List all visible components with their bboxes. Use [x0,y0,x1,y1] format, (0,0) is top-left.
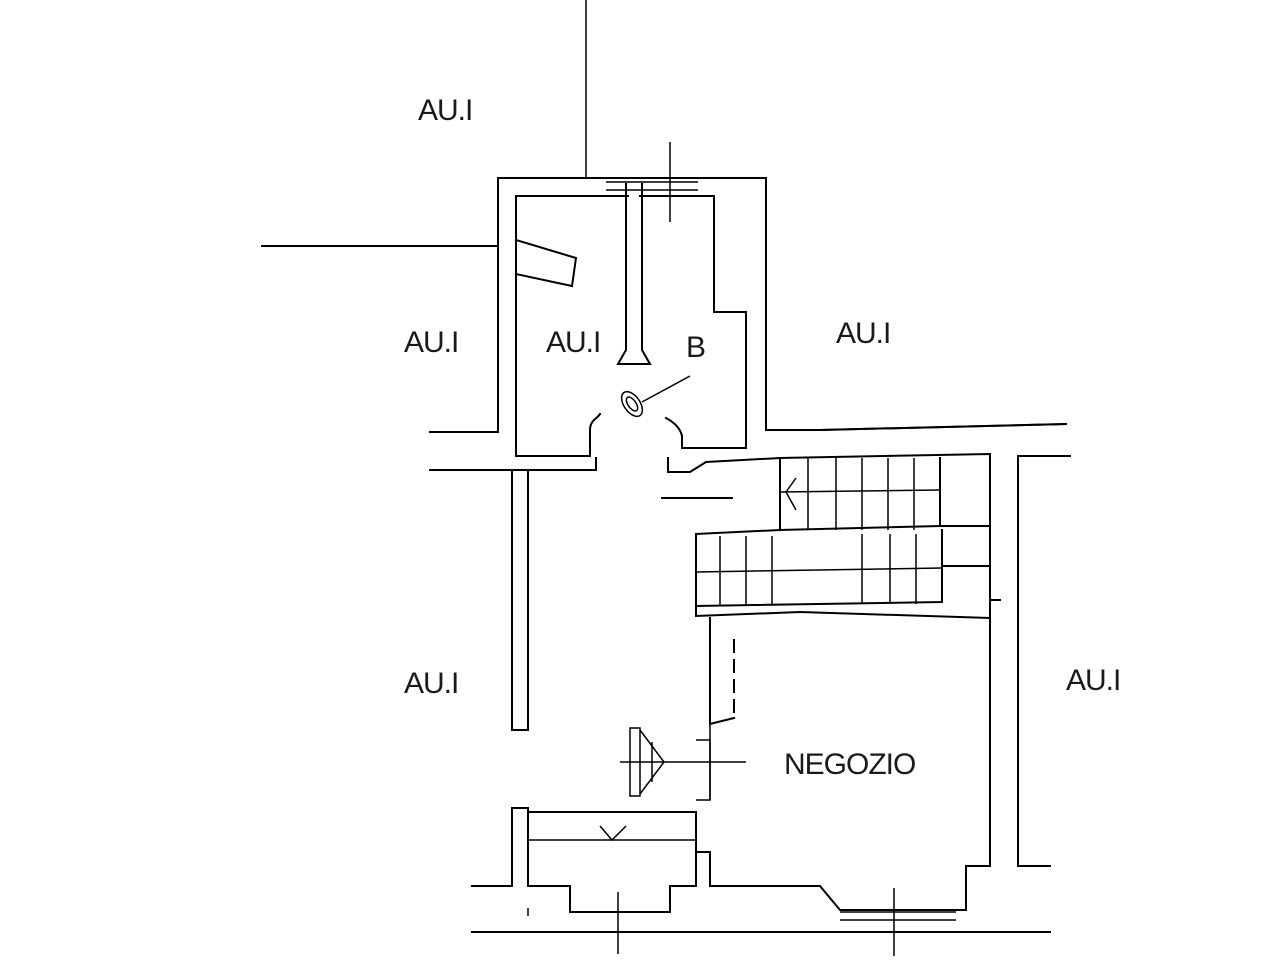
label-au-lower-right: AU.I [1066,664,1120,697]
label-au-right: AU.I [836,317,890,350]
label-room-b: B [686,331,705,364]
door-arrow-icon [620,727,746,797]
label-au-left: AU.I [404,326,458,359]
entrance-steps [471,807,697,954]
corridor-walls [429,452,1071,867]
label-au-room: AU.I [546,326,600,359]
upper-block-walls [429,142,1068,457]
label-au-lower-left: AU.I [404,667,458,700]
boundary-lines [261,0,587,247]
label-au-top: AU.I [418,94,472,127]
label-negozio: NEGOZIO [784,748,915,781]
staircase [694,457,991,608]
shop-walls [695,599,991,956]
fixture-icon [620,375,691,418]
